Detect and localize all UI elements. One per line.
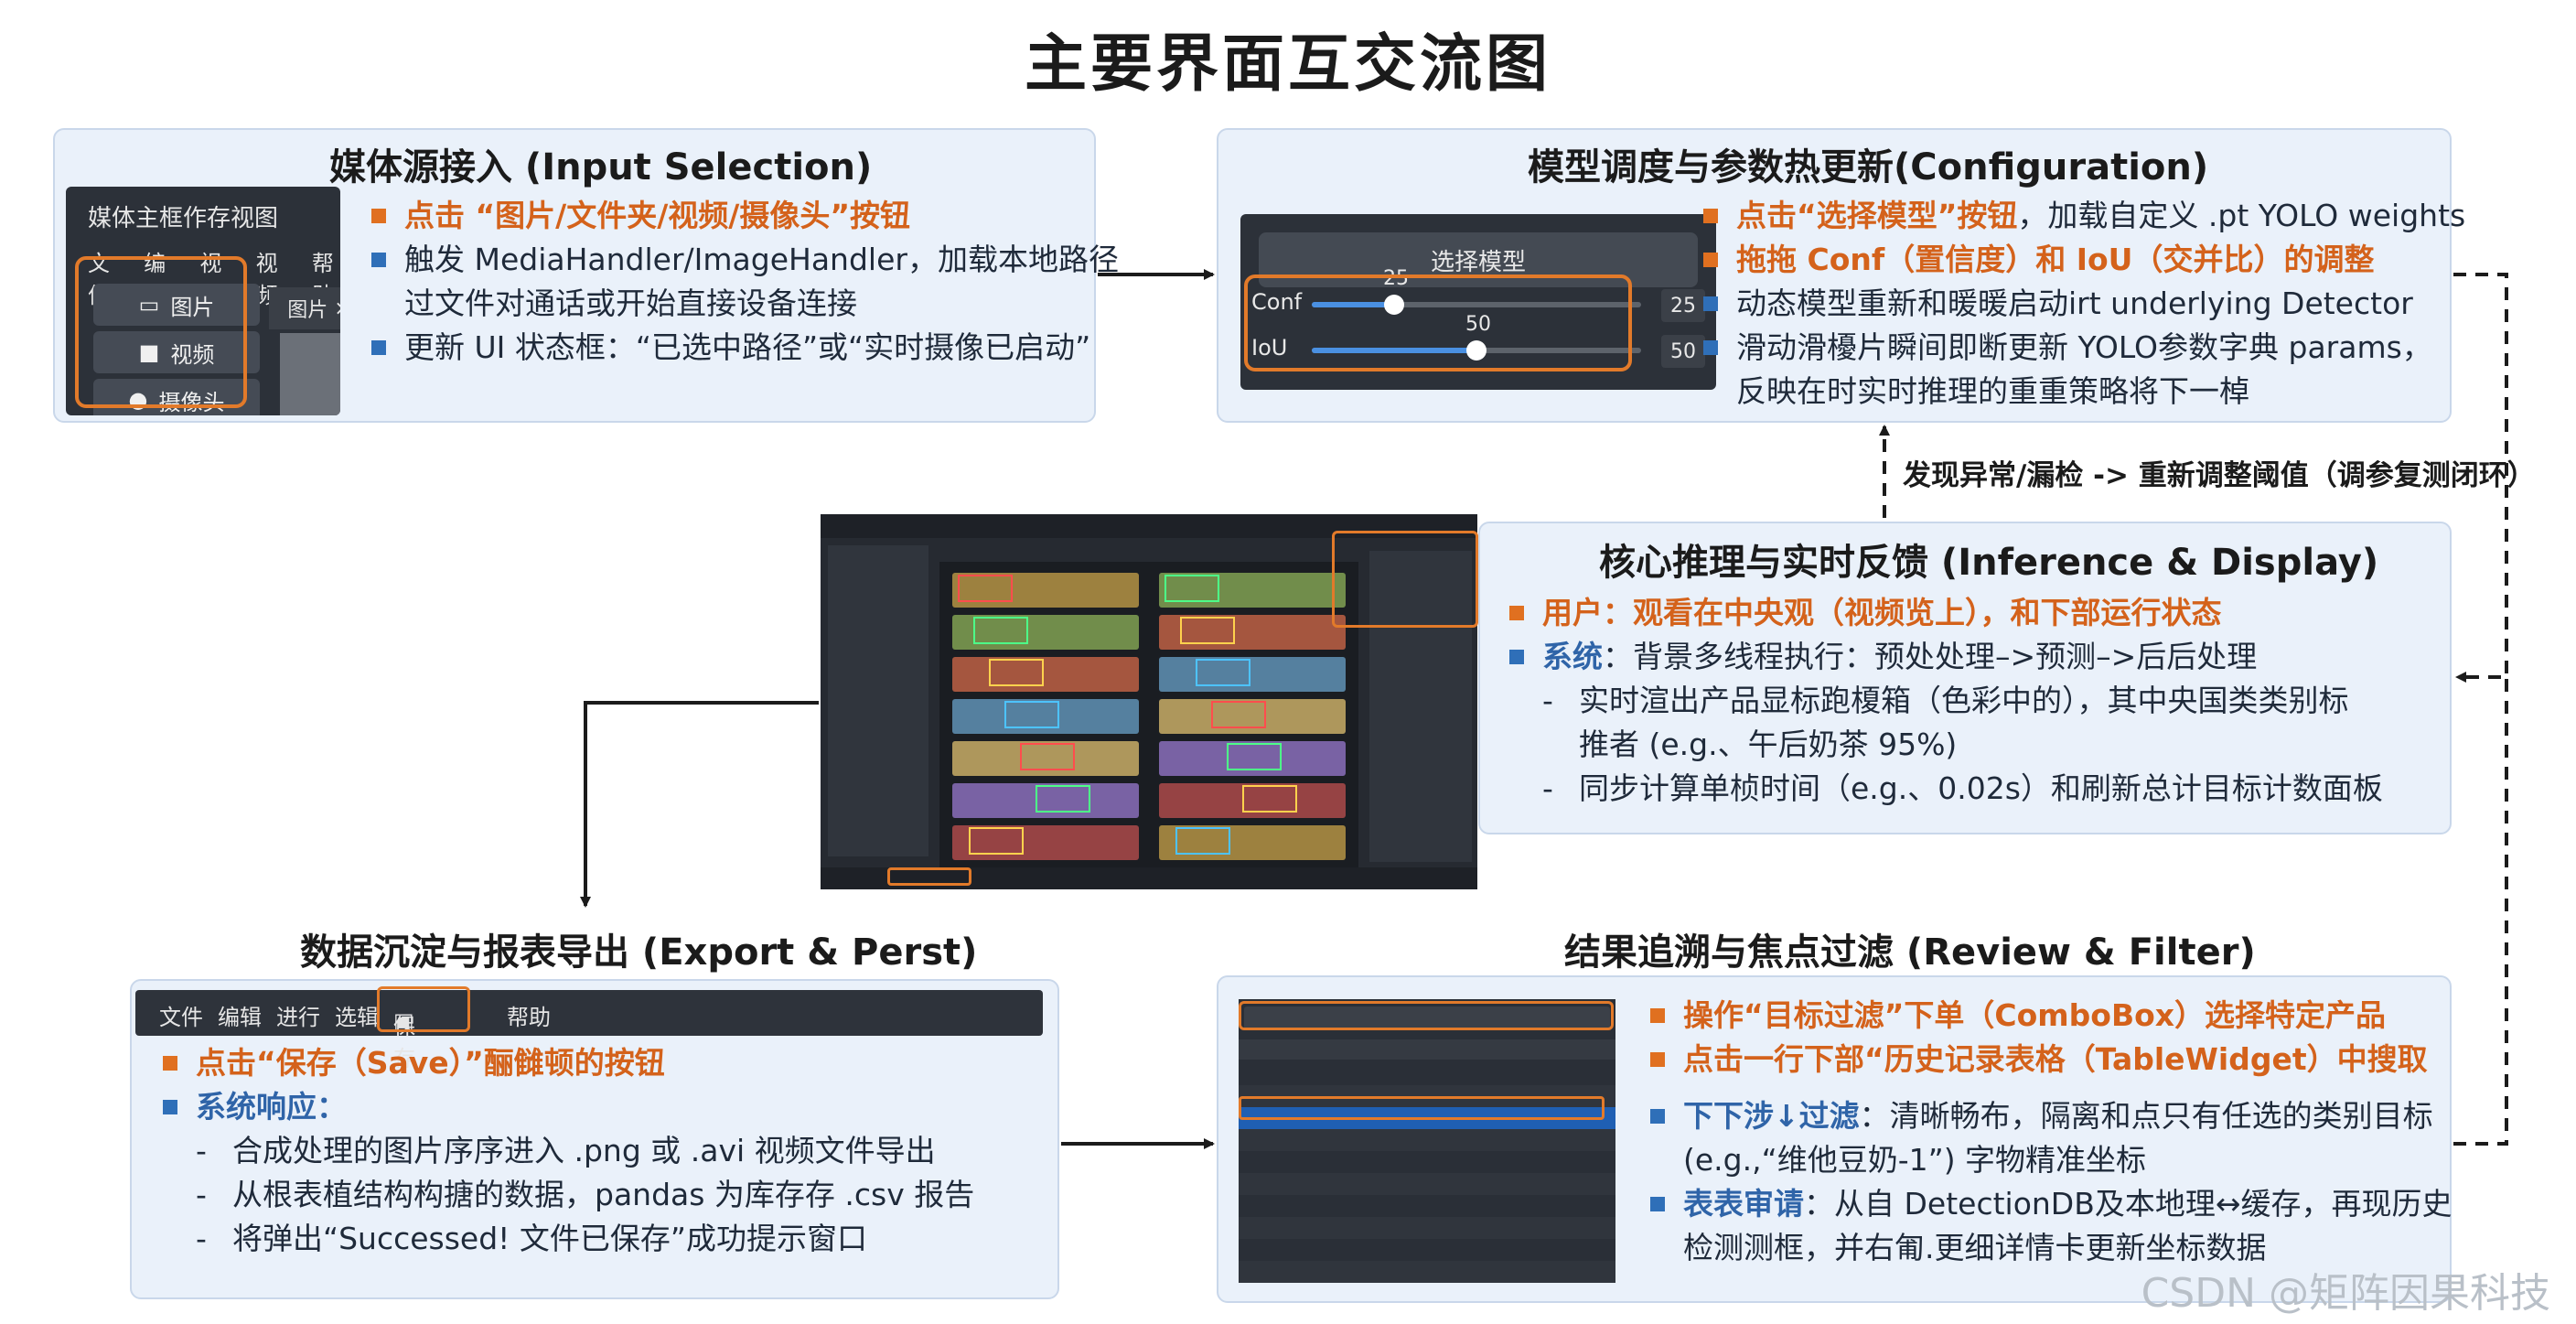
conf-slider-track[interactable] [1312, 302, 1641, 307]
video-icon: ■ [138, 339, 160, 365]
detection-box [958, 575, 1013, 602]
page-title: 主要界面互交流图 [1024, 28, 1551, 101]
conf-slider-value: 25 [1383, 267, 1409, 290]
menu-item[interactable]: 选辑 [335, 1005, 379, 1030]
video-button[interactable]: ■视频 [93, 331, 260, 373]
product-shelf [952, 657, 1139, 692]
review-title: 结果追溯与焦点过滤 (Review & Filter) [1564, 931, 2256, 974]
conf-label: Conf [1251, 289, 1303, 315]
arrow-center-to-export [580, 701, 819, 908]
inference-title: 核心推理与实时反馈 (Inference & Display) [1599, 542, 2379, 584]
detection-box [1196, 659, 1250, 686]
configuration-bullets: 点击“选择模型”按钮，加载自定义 .pt YOLO weights 拖拖 Con… [1703, 194, 2465, 414]
highlight-box [1239, 1001, 1614, 1030]
arrow-review-to-config [2453, 677, 2508, 1146]
highlight-box [1244, 274, 1632, 371]
detection-box [1004, 701, 1059, 728]
highlight-box [75, 256, 247, 408]
inference-bullets: 用户：观看在中央观（视频览上），和下部运行状态 系统：背景多线程执行：预处处理–… [1509, 591, 2383, 811]
detection-box [1180, 617, 1235, 644]
highlight-box [377, 986, 470, 1032]
highlight-box [887, 867, 971, 886]
configuration-title: 模型调度与参数热更新(Configuration) [1528, 146, 2209, 188]
conf-slider-handle[interactable] [1384, 295, 1404, 315]
conf-slider-fill [1312, 302, 1394, 307]
input-ui-screenshot: 媒体主框作存视图 文件 编辑 视频 视频 帮助 ▭图片 ■视频 ●摄像头 图片 … [66, 187, 340, 415]
iou-slider-value: 50 [1465, 313, 1491, 336]
feedback-loop-label: 发现异常/漏检 -> 重新调整阈值（调参复测闭环） [1903, 459, 2536, 492]
watermark: CSDN @矩阵因果科技 [2141, 1270, 2550, 1317]
iou-slider-handle[interactable] [1466, 340, 1487, 361]
menu-item[interactable]: 帮助 [507, 1005, 551, 1030]
video-display [939, 562, 1358, 873]
menu-item[interactable]: 文件 [159, 1005, 203, 1030]
detection-box [1242, 785, 1297, 813]
input-selection-title: 媒体源接入 (Input Selection) [329, 146, 873, 188]
detection-box [973, 617, 1028, 644]
image-viewer [280, 333, 340, 415]
inference-card [1478, 522, 2452, 834]
input-bullets: 点击 “图片/文件夹/视频/摄像头”按钮 触发 MediaHandler/Ima… [371, 194, 1119, 370]
conf-value-box[interactable]: 25 [1661, 289, 1705, 322]
table-row[interactable] [1239, 1129, 1615, 1151]
export-menu-bar: 文件 编辑 进行 选辑 ▣ 保存 帮助 [135, 990, 1043, 1071]
detection-box [1020, 743, 1075, 770]
arrow-config-to-inference [2453, 273, 2508, 683]
camera-button[interactable]: ●摄像头 [93, 379, 260, 415]
highlight-box [1332, 531, 1478, 628]
iou-value-box[interactable]: 50 [1661, 335, 1705, 368]
detection-box [1211, 701, 1266, 728]
save-icon: ▣ [393, 1008, 414, 1034]
config-ui-screenshot: 选择模型 Conf 25 25 IoU 50 50 [1240, 214, 1716, 390]
inference-ui-screenshot [821, 514, 1477, 889]
tab-image[interactable]: 图片 × [269, 287, 340, 329]
export-bullets: 点击“保存（Save）”酾雠顿的按钮 系统响应： -合成处理的图片序序进入 .p… [163, 1041, 974, 1261]
highlight-box [1239, 1096, 1605, 1120]
iou-label: IoU [1251, 335, 1288, 361]
detection-box [1036, 785, 1090, 813]
table-row[interactable] [1239, 1261, 1615, 1283]
window-title: 媒体主框作存视图 [88, 205, 279, 232]
table-row[interactable] [1239, 1173, 1615, 1195]
image-button[interactable]: ▭图片 [93, 284, 260, 326]
table-row[interactable] [1239, 1217, 1615, 1239]
detection-box [969, 827, 1024, 855]
export-title: 数据沉淀与报表导出 (Export & Perst) [300, 931, 978, 974]
menu-item[interactable]: 编辑 [218, 1005, 262, 1030]
review-bullets: 操作“目标过滤”下单（ComboBox）选择特定产品 点击一行下部“历史记录表格… [1650, 994, 2453, 1270]
detection-box [989, 659, 1044, 686]
detection-box [1227, 743, 1282, 770]
folder-icon: ▭ [138, 292, 160, 318]
detection-box [1175, 827, 1230, 855]
iou-slider-fill [1312, 348, 1476, 353]
menu-item[interactable]: 进行 [276, 1005, 320, 1030]
detection-box [1165, 575, 1219, 602]
product-shelf [1159, 657, 1346, 692]
